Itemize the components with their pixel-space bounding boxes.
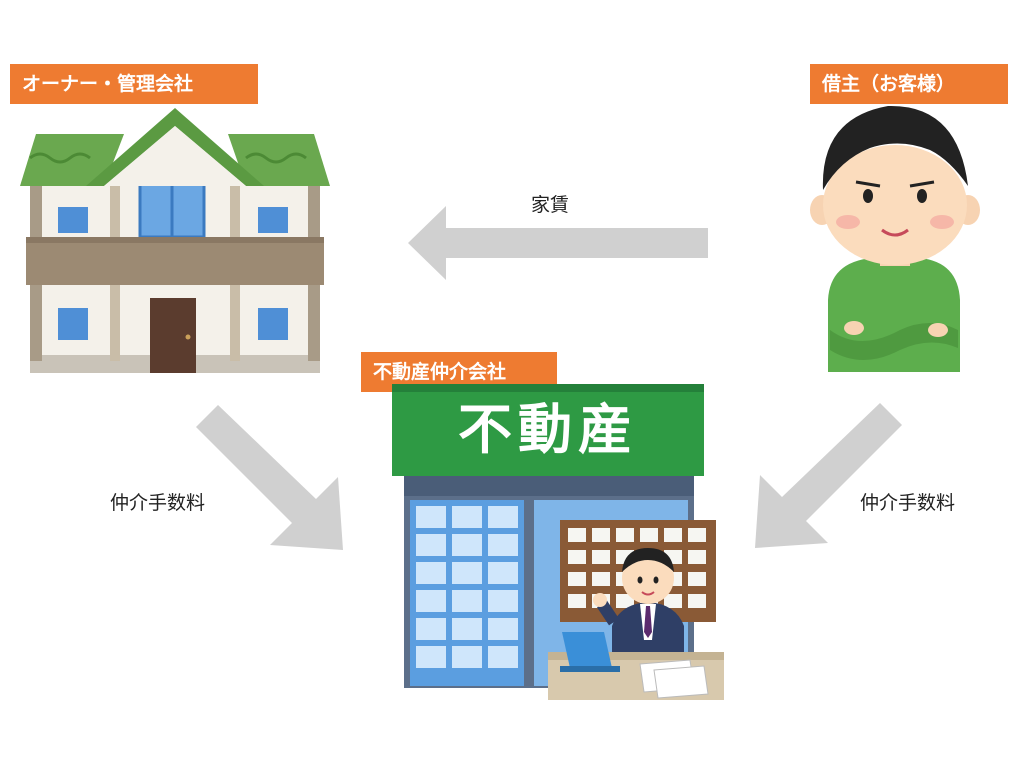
fee-flow-label-right: 仲介手数料 xyxy=(860,492,956,514)
tenant-illustration xyxy=(810,105,980,372)
rent-arrow xyxy=(408,206,708,280)
owner-label: オーナー・管理会社 xyxy=(10,64,258,104)
agency-storefront-illustration xyxy=(392,384,724,700)
store-sign-text: 不動産 xyxy=(458,398,638,461)
fee-flow-label-left: 仲介手数料 xyxy=(110,492,206,514)
tenant-label: 借主（お客様） xyxy=(810,64,1008,104)
house-illustration xyxy=(20,108,330,373)
fee-arrow-right xyxy=(755,403,902,548)
rent-flow-label: 家賃 xyxy=(531,194,570,216)
fee-arrow-left xyxy=(196,405,343,550)
